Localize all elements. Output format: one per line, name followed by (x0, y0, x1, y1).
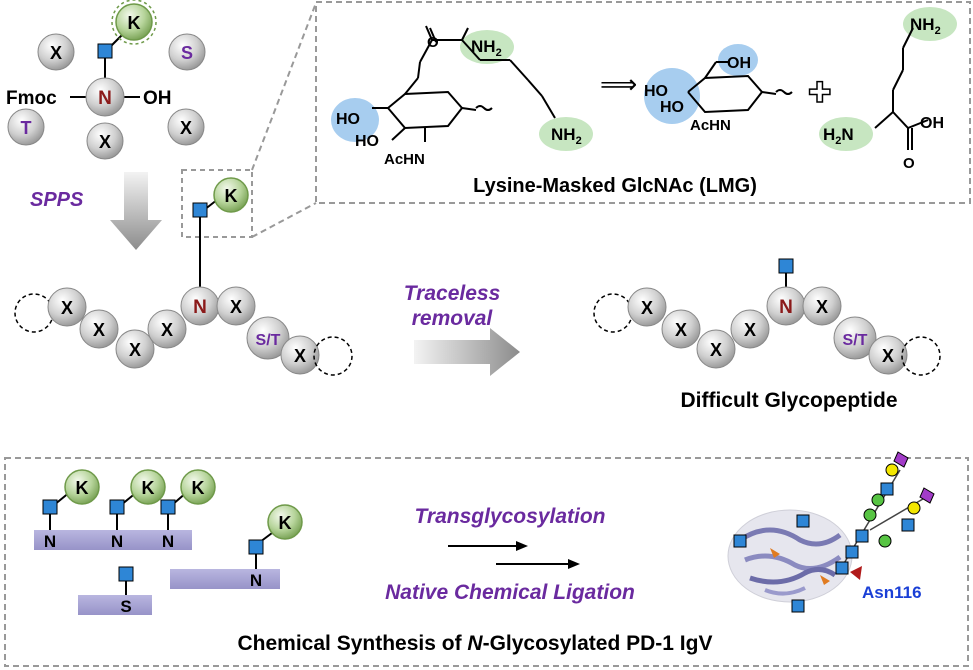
lmg-o-label: O (427, 34, 439, 51)
bead-s (168, 33, 206, 71)
bead-t (7, 108, 45, 146)
svg-text:X: X (710, 340, 722, 360)
svg-text:K: K (225, 186, 238, 206)
svg-text:X: X (641, 298, 653, 318)
zoom-line-bottom (251, 202, 317, 238)
retro-arrow: ⟹ (600, 69, 637, 99)
svg-text:X: X (161, 320, 173, 340)
svg-text:K: K (142, 478, 155, 498)
lmg-nh2-side: NH2 (551, 125, 582, 147)
svg-text:N: N (98, 88, 112, 109)
glcnac-structure (644, 44, 793, 124)
traceless-label-1: Traceless (404, 282, 501, 305)
svg-text:K: K (192, 478, 205, 498)
peptide-bars: K N K N K N S K N (34, 469, 303, 616)
svg-text:X: X (744, 320, 756, 340)
svg-text:X: X (230, 297, 242, 317)
svg-text:T: T (21, 118, 32, 138)
bottom-title: Chemical Synthesis of N-Glycosylated PD-… (238, 632, 713, 655)
lys-nh2-top: NH2 (910, 15, 941, 37)
lys-h2n: H2N (823, 125, 854, 147)
lmg-box (315, 1, 971, 204)
bead-n (85, 77, 125, 117)
glycopeptide-precursor: K X X X X N X S/T X (14, 177, 353, 376)
glc-ho2-label: HO (660, 99, 684, 116)
ncl-label: Native Chemical Ligation (385, 581, 635, 604)
svg-text:S/T: S/T (256, 332, 281, 349)
lmg-title: Lysine-Masked GlcNAc (LMG) (473, 175, 757, 197)
product-label: Difficult Glycopeptide (680, 389, 897, 412)
svg-text:X: X (99, 132, 111, 152)
svg-text:K: K (279, 513, 292, 533)
bottom-box (4, 457, 969, 667)
lys-o: O (903, 155, 915, 172)
traceless-arrow (414, 328, 520, 376)
svg-text:X: X (675, 320, 687, 340)
glycopeptide-product: X X X X N X S/T X (593, 258, 941, 376)
svg-text:N: N (162, 532, 174, 551)
glc-ho-label: HO (644, 83, 668, 100)
svg-text:X: X (50, 43, 62, 63)
traceless-label-2: removal (412, 307, 494, 330)
oh-label: OH (143, 88, 172, 109)
svg-text:N: N (111, 532, 123, 551)
zoom-line-top (251, 2, 317, 171)
svg-text:X: X (129, 340, 141, 360)
svg-text:X: X (61, 298, 73, 318)
glc-oh-top: OH (727, 55, 751, 72)
spps-label: SPPS (30, 189, 84, 211)
asn-label: Asn116 (862, 583, 922, 602)
glcnac-square (97, 43, 113, 59)
lmg-achn-label: AcHN (384, 151, 425, 168)
svg-text:K: K (128, 13, 141, 33)
lmg-structure (331, 25, 593, 151)
bead-x-1 (37, 33, 75, 71)
fmoc-label: Fmoc (6, 88, 57, 109)
pd1-protein (727, 509, 862, 613)
plus-sign: ✚ (808, 77, 831, 108)
svg-text:N: N (250, 571, 262, 590)
spps-arrow (110, 172, 162, 250)
lmg-ho-label: HO (336, 111, 360, 128)
svg-text:X: X (294, 346, 306, 366)
glc-achn-label: AcHN (690, 117, 731, 134)
svg-text:X: X (816, 297, 828, 317)
svg-text:N: N (193, 297, 207, 318)
transglyco-label: Transglycosylation (414, 505, 605, 528)
svg-text:N: N (779, 297, 793, 318)
svg-text:X: X (180, 118, 192, 138)
svg-text:N: N (44, 532, 56, 551)
monomer-group: K X S N Fmoc OH T X X (6, 0, 206, 160)
zoom-box (181, 169, 253, 238)
svg-text:S: S (120, 597, 131, 616)
bead-x-2 (86, 122, 124, 160)
glycan-chain (835, 451, 935, 575)
svg-text:X: X (93, 320, 105, 340)
bead-x-3 (167, 108, 205, 146)
svg-text:S/T: S/T (843, 332, 868, 349)
svg-text:S: S (181, 43, 193, 63)
svg-text:X: X (882, 346, 894, 366)
lys-bead (115, 3, 153, 41)
lysine-structure (819, 7, 957, 151)
lmg-nh2-top: NH2 (471, 37, 502, 59)
lys-oh: OH (920, 115, 944, 132)
svg-text:K: K (76, 478, 89, 498)
lmg-ho2-label: HO (355, 133, 379, 150)
